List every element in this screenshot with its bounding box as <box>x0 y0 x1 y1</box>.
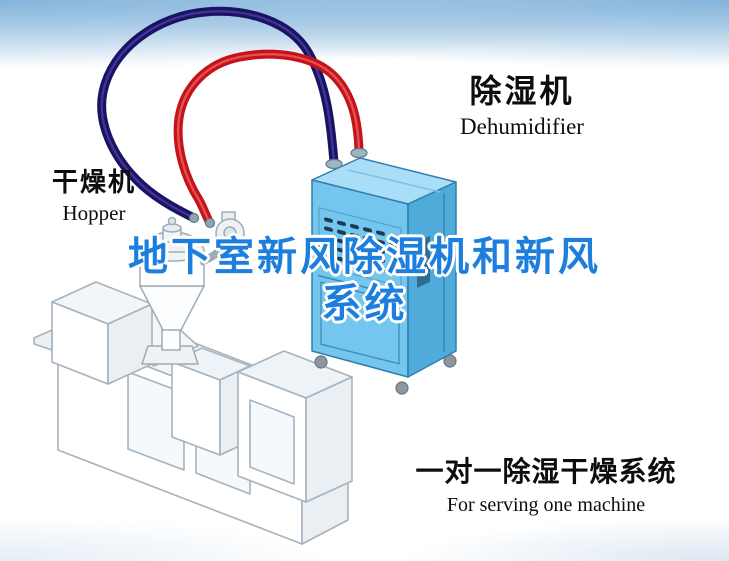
watermark-title: 地下室新风除湿机和新风 系统 <box>0 234 729 328</box>
machine-panel <box>127 371 185 471</box>
right-cabinet-side <box>305 376 353 503</box>
brand-sticker <box>325 291 342 305</box>
pump-elbow-pipe <box>198 242 228 266</box>
hopper-neck <box>161 327 181 351</box>
caption-cn: 一对一除湿干燥系统 <box>415 456 677 487</box>
hopper-port <box>204 217 216 229</box>
caster-wheels <box>314 354 457 395</box>
caster-wheel <box>395 381 409 395</box>
door-seam <box>318 274 402 298</box>
hopper-port <box>188 212 200 224</box>
caption-en: For serving one machine <box>446 494 646 516</box>
pump-hub <box>223 226 237 240</box>
right-cabinet-panel <box>249 399 295 485</box>
dehumidifier-label-en: Dehumidifier <box>460 114 584 139</box>
die-nozzle <box>33 329 53 351</box>
dehumidifier-port <box>325 158 343 170</box>
dehumidifier-port <box>350 147 368 159</box>
hose-red <box>173 49 364 228</box>
hopper-label-en: Hopper <box>62 201 126 225</box>
hopper-label-cn: 干燥机 <box>51 167 136 197</box>
watermark-title-line2: 系统 <box>321 282 408 327</box>
side-vent <box>417 235 430 288</box>
lower-door <box>320 281 400 365</box>
hopper-dryer <box>139 211 245 365</box>
hose-red-highlight <box>177 53 361 225</box>
hose-fittings <box>188 147 368 229</box>
dehumidifier-cabinet <box>311 157 457 395</box>
vacuum-pump <box>215 211 245 248</box>
dehumidifier-label: 除湿机 Dehumidifier <box>422 66 622 140</box>
caption: 一对一除湿干燥系统 For serving one machine <box>398 450 694 517</box>
watermark-title-line1: 地下室新风除湿机和新风 <box>128 235 601 279</box>
dehumidifier-top-seam <box>347 169 441 193</box>
grille-frame <box>318 207 402 287</box>
dehumidifier-label-cn: 除湿机 <box>469 73 575 109</box>
vent-grille <box>324 217 398 276</box>
hopper-cap-knob <box>167 216 177 226</box>
hopper-label: 干燥机 Hopper <box>32 162 156 226</box>
caster-wheel <box>314 355 328 369</box>
extruder-machine <box>33 281 353 545</box>
